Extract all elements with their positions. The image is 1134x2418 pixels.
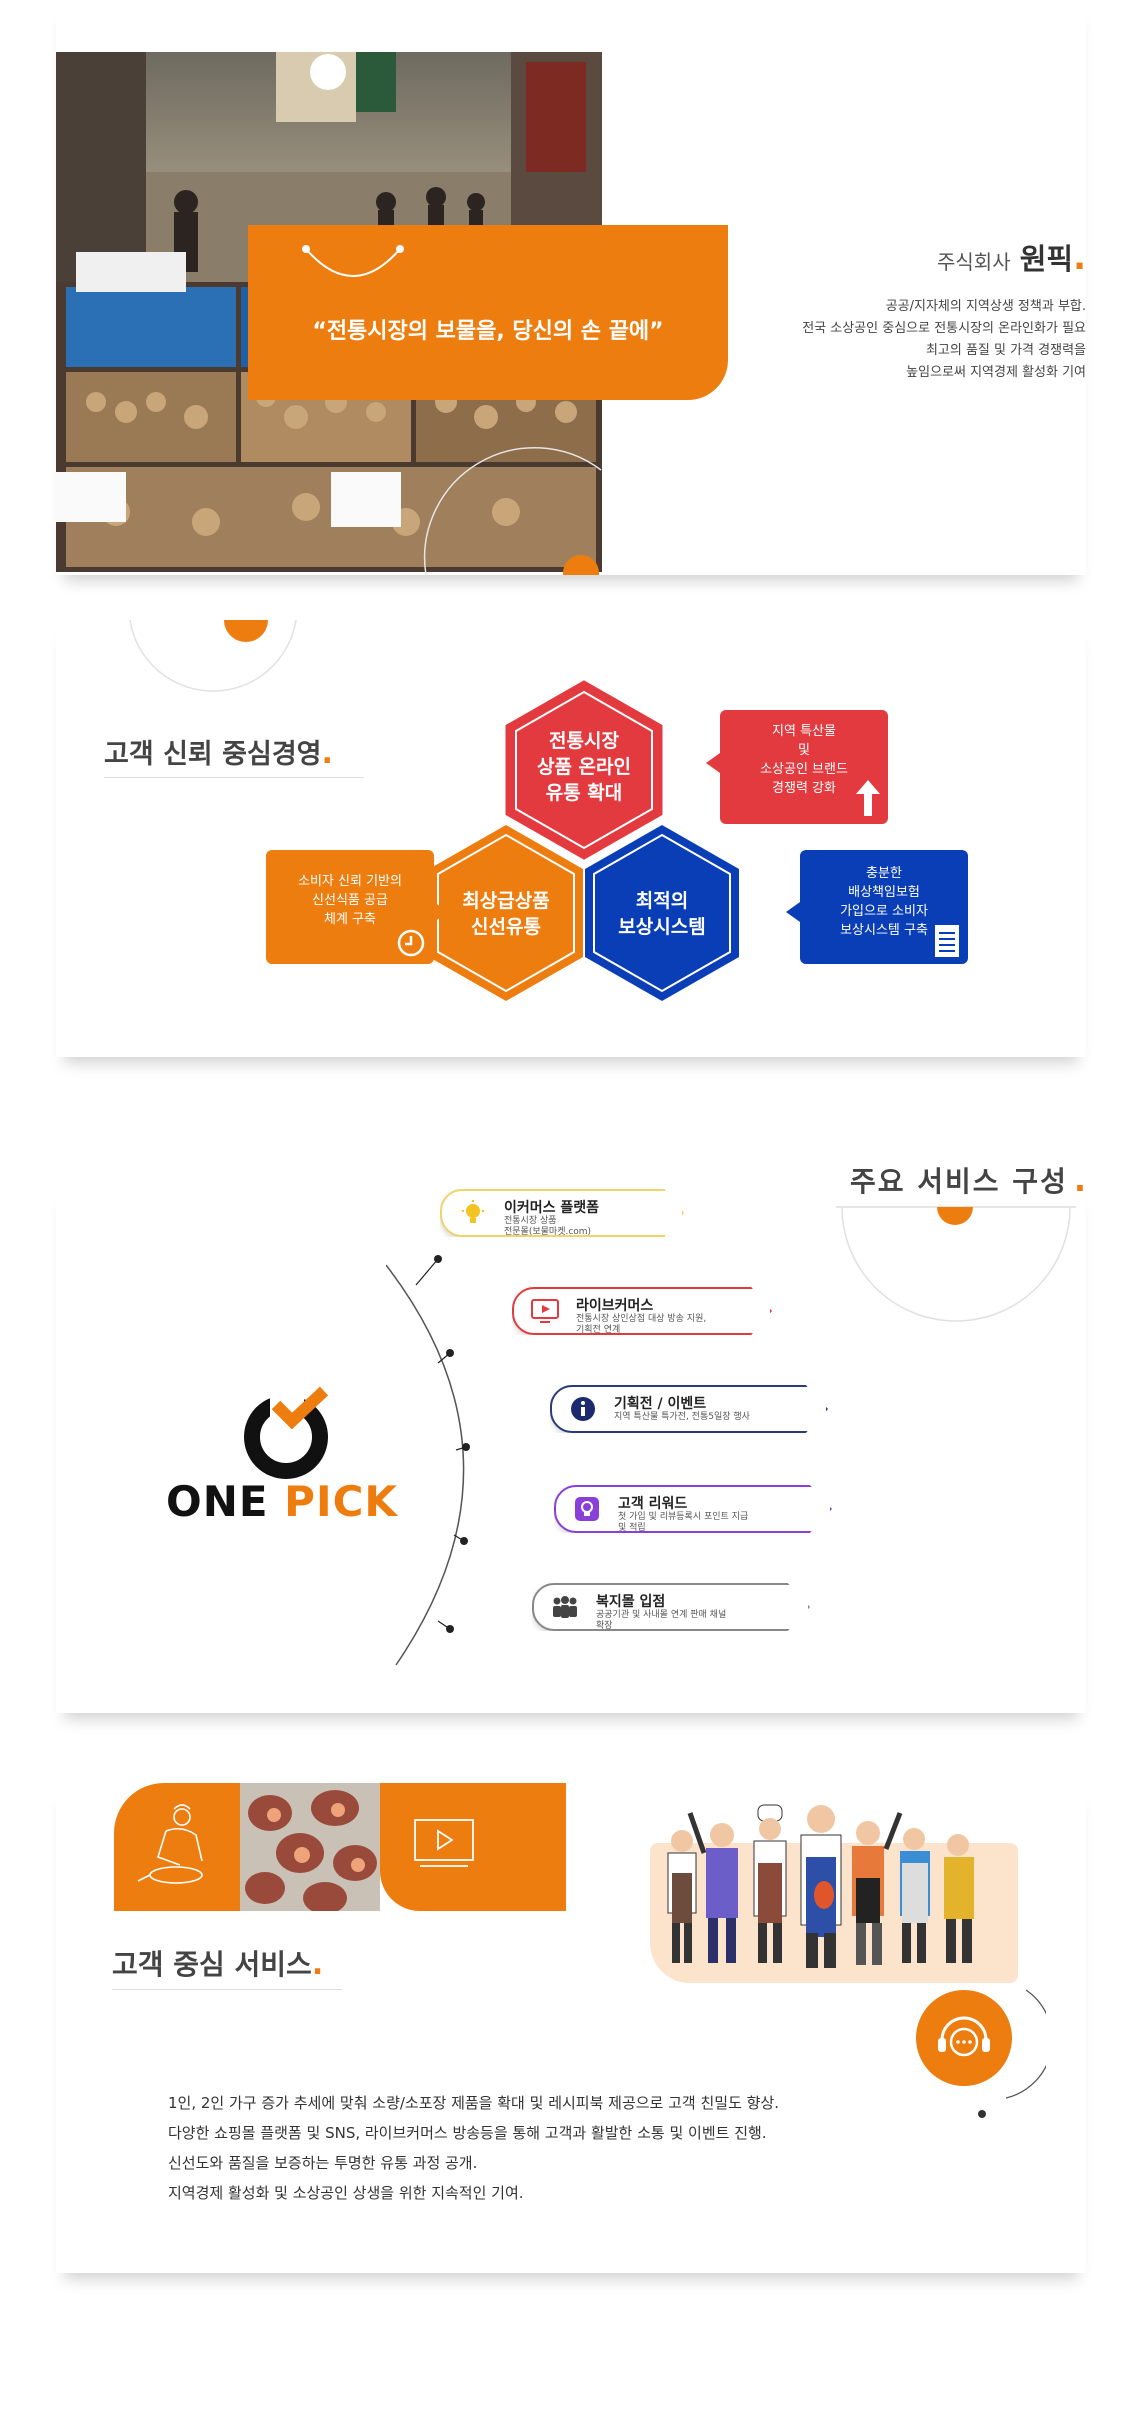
clock-icon xyxy=(397,929,425,957)
section-title: 고객 중심 서비스. xyxy=(112,1943,342,1990)
video-tile-bg xyxy=(508,1783,566,1911)
onepick-logo-text: ONE PICK xyxy=(166,1477,398,1526)
hex-left xyxy=(429,825,583,1001)
decor-arc xyxy=(423,446,602,575)
slogan-text: “전통시장의 보물을, 당신의 손 끝에” xyxy=(312,319,664,344)
hex-left-label: 최상급상품 신선유통 xyxy=(462,890,550,938)
hexagon-diagram xyxy=(429,680,800,1001)
callout-right: 충분한 배상책임보험 가입으로 소비자 보상시스템 구축 xyxy=(800,850,968,964)
hero-section: “전통시장의 보물을, 당신의 손 끝에” 주식회사 원픽. 공공/지자체의 지… xyxy=(56,0,1086,575)
bag-handle-icon xyxy=(302,245,404,277)
chef-tile xyxy=(114,1783,240,1911)
desc-line: 높임으로써 지역경제 활성화 기여 xyxy=(906,365,1086,380)
service-sub: 지역 특산물 특가전, 전통5일장 행사 xyxy=(614,1412,750,1422)
decor-dot xyxy=(937,1207,973,1225)
callout-top: 지역 특산물 및 소상공인 브랜드 경쟁력 강화 xyxy=(720,710,888,824)
service-title: 고객 리워드 xyxy=(618,1496,688,1512)
desc-line: 다양한 쇼핑몰 플랫폼 및 SNS, 라이브커머스 방송등을 통해 고객과 활발… xyxy=(168,2124,767,2142)
service-sub: 전통시장 상품 전문몰(보물마켓.com) xyxy=(504,1216,592,1237)
desc-line: 최고의 품질 및 가격 경쟁력을 xyxy=(925,343,1086,358)
trust-section: 고객 신뢰 중심경영. 전통시장 상품 온라인 유통 확대 최상급상품 신선유통… xyxy=(56,620,1086,1057)
service-sub: 공공기관 및 사내몰 연계 판매 채널 확장 xyxy=(596,1610,727,1631)
desc-line: 전국 소상공인 중심으로 전통시장의 온라인화가 필요 xyxy=(802,321,1086,336)
workers-illustration xyxy=(667,1804,974,1968)
company-prefix: 주식회사 xyxy=(937,250,1011,274)
support-headset-icon xyxy=(916,1989,1046,2118)
video-play-icon xyxy=(414,1819,474,1867)
desc-line: 신선도와 품질을 보증하는 투명한 유통 과정 공개. xyxy=(168,2154,478,2172)
video-tile xyxy=(380,1783,508,1911)
service-title: 복지몰 입점 xyxy=(596,1594,666,1610)
live-video-icon xyxy=(530,1296,560,1326)
arrow-up-icon xyxy=(856,780,880,816)
service-title: 기획전 / 이벤트 xyxy=(614,1396,707,1412)
reward-icon xyxy=(572,1494,602,1524)
desc-line: 지역경제 활성화 및 소상공인 상생을 위한 지속적인 기여. xyxy=(168,2184,524,2202)
section-title: 주요 서비스 구성. xyxy=(850,1161,1086,1199)
service-sub: 첫 가입 및 리뷰등록시 포인트 지급 및 적립 xyxy=(618,1512,749,1533)
service-title: 이커머스 플랫폼 xyxy=(504,1200,600,1216)
document-icon xyxy=(935,925,959,957)
service-item-livecommerce: 라이브커머스 전통시장 상인상점 대상 방송 지원, 기획전 연계 xyxy=(512,1287,772,1335)
decor-dot xyxy=(224,620,268,642)
desc-line: 공공/지자체의 지역상생 정책과 부합. xyxy=(885,299,1086,314)
service-sub: 전통시장 상인상점 대상 방송 지원, 기획전 연계 xyxy=(576,1314,707,1335)
scallops-photo xyxy=(240,1783,380,1911)
company-name: 원픽 xyxy=(1019,242,1074,276)
section-title: 고객 신뢰 중심경영. xyxy=(104,732,364,778)
customer-section: 고객 중심 서비스. xyxy=(56,1783,1086,2273)
service-item-welfare: 복지몰 입점 공공기관 및 사내몰 연계 판매 채널 확장 xyxy=(532,1583,810,1631)
accent-dot: . xyxy=(1073,238,1086,278)
chef-icon xyxy=(137,1804,203,1884)
service-item-rewards: 고객 리워드 첫 가입 및 리뷰등록시 포인트 지급 및 적립 xyxy=(554,1485,832,1533)
service-arc xyxy=(386,1255,470,1666)
service-item-events: 기획전 / 이벤트 지역 특산물 특가전, 전통5일장 행사 xyxy=(550,1385,828,1433)
callout-left: 소비자 신뢰 기반의 신선식품 공급 체계 구축 xyxy=(266,850,434,964)
customer-description: 1인, 2인 가구 증가 추세에 맞춰 소량/소포장 제품을 확대 및 레시피북… xyxy=(168,2088,779,2208)
lightbulb-icon xyxy=(458,1198,488,1228)
services-section: 주요 서비스 구성. ONE PICK 이커머스 xyxy=(56,1161,1086,1713)
company-description: 공공/지자체의 지역상생 정책과 부합. 전국 소상공인 중심으로 전통시장의 … xyxy=(802,296,1086,384)
service-item-ecommerce: 이커머스 플랫폼 전통시장 상품 전문몰(보물마켓.com) xyxy=(440,1189,684,1237)
company-heading: 주식회사 원픽. xyxy=(937,236,1086,278)
hex-right xyxy=(585,825,739,1001)
hex-right-label: 최적의 보상시스템 xyxy=(618,890,706,938)
slogan-banner: “전통시장의 보물을, 당신의 손 끝에” xyxy=(248,225,728,400)
hex-top xyxy=(505,680,663,860)
info-icon xyxy=(568,1394,598,1424)
desc-line: 1인, 2인 가구 증가 추세에 맞춰 소량/소포장 제품을 확대 및 레시피북… xyxy=(168,2094,780,2112)
decor-dot xyxy=(563,555,599,575)
hex-top-label: 전통시장 상품 온라인 유통 확대 xyxy=(536,730,631,804)
people-icon xyxy=(550,1592,580,1622)
service-title: 라이브커머스 xyxy=(576,1298,654,1314)
onepick-logo-icon xyxy=(244,1386,329,1479)
decor-circle xyxy=(129,620,297,692)
